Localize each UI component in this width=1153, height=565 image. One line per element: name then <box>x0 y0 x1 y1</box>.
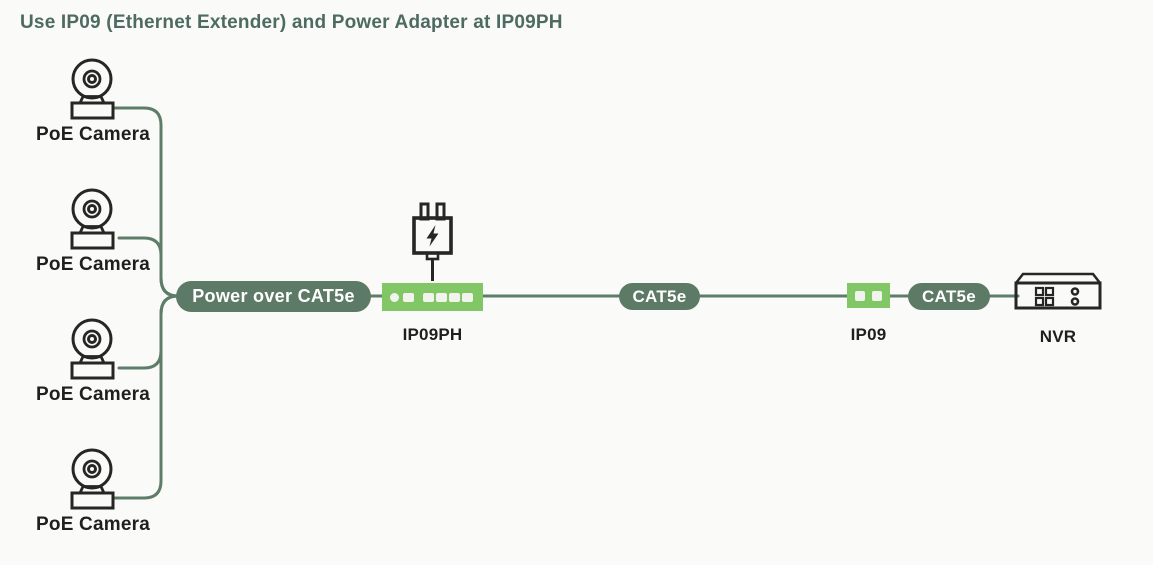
lightning-bolt-icon <box>426 225 439 247</box>
poe-camera-3: PoE Camera <box>23 316 163 405</box>
port <box>436 292 447 302</box>
poe-camera-icon <box>70 318 115 380</box>
nvr-icon <box>1014 272 1102 310</box>
poe-camera-2: PoE Camera <box>23 186 163 275</box>
power-over-cat5e-pill: Power over CAT5e <box>176 281 371 312</box>
cat5e-pill-right: CAT5e <box>908 283 990 310</box>
port <box>449 292 460 302</box>
port <box>462 292 473 302</box>
poe-camera-icon <box>70 448 115 510</box>
power-adapter-icon <box>412 202 453 281</box>
port <box>872 290 882 301</box>
port <box>855 290 865 301</box>
ip09ph-label: IP09PH <box>402 325 463 344</box>
wire-camera-4 <box>113 294 180 500</box>
poe-camera-icon <box>70 188 115 250</box>
cat5e-pill-left: CAT5e <box>619 283 700 310</box>
poe-camera-label: PoE Camera <box>36 254 150 275</box>
ip09-label: IP09 <box>850 325 887 344</box>
ip09ph-device <box>382 283 483 311</box>
poe-camera-label: PoE Camera <box>36 514 150 535</box>
poe-camera-label: PoE Camera <box>36 124 150 145</box>
poe-camera-label: PoE Camera <box>36 384 150 405</box>
ip09-device <box>847 283 890 308</box>
diagram-title: Use IP09 (Ethernet Extender) and Power A… <box>20 12 563 33</box>
port <box>403 292 414 302</box>
poe-camera-1: PoE Camera <box>23 56 163 145</box>
wire-camera-2 <box>117 236 180 298</box>
poe-camera-icon <box>70 58 115 120</box>
poe-camera-4: PoE Camera <box>23 446 163 535</box>
led-indicator <box>390 292 399 302</box>
nvr-label: NVR <box>1039 327 1077 346</box>
port <box>423 292 434 302</box>
